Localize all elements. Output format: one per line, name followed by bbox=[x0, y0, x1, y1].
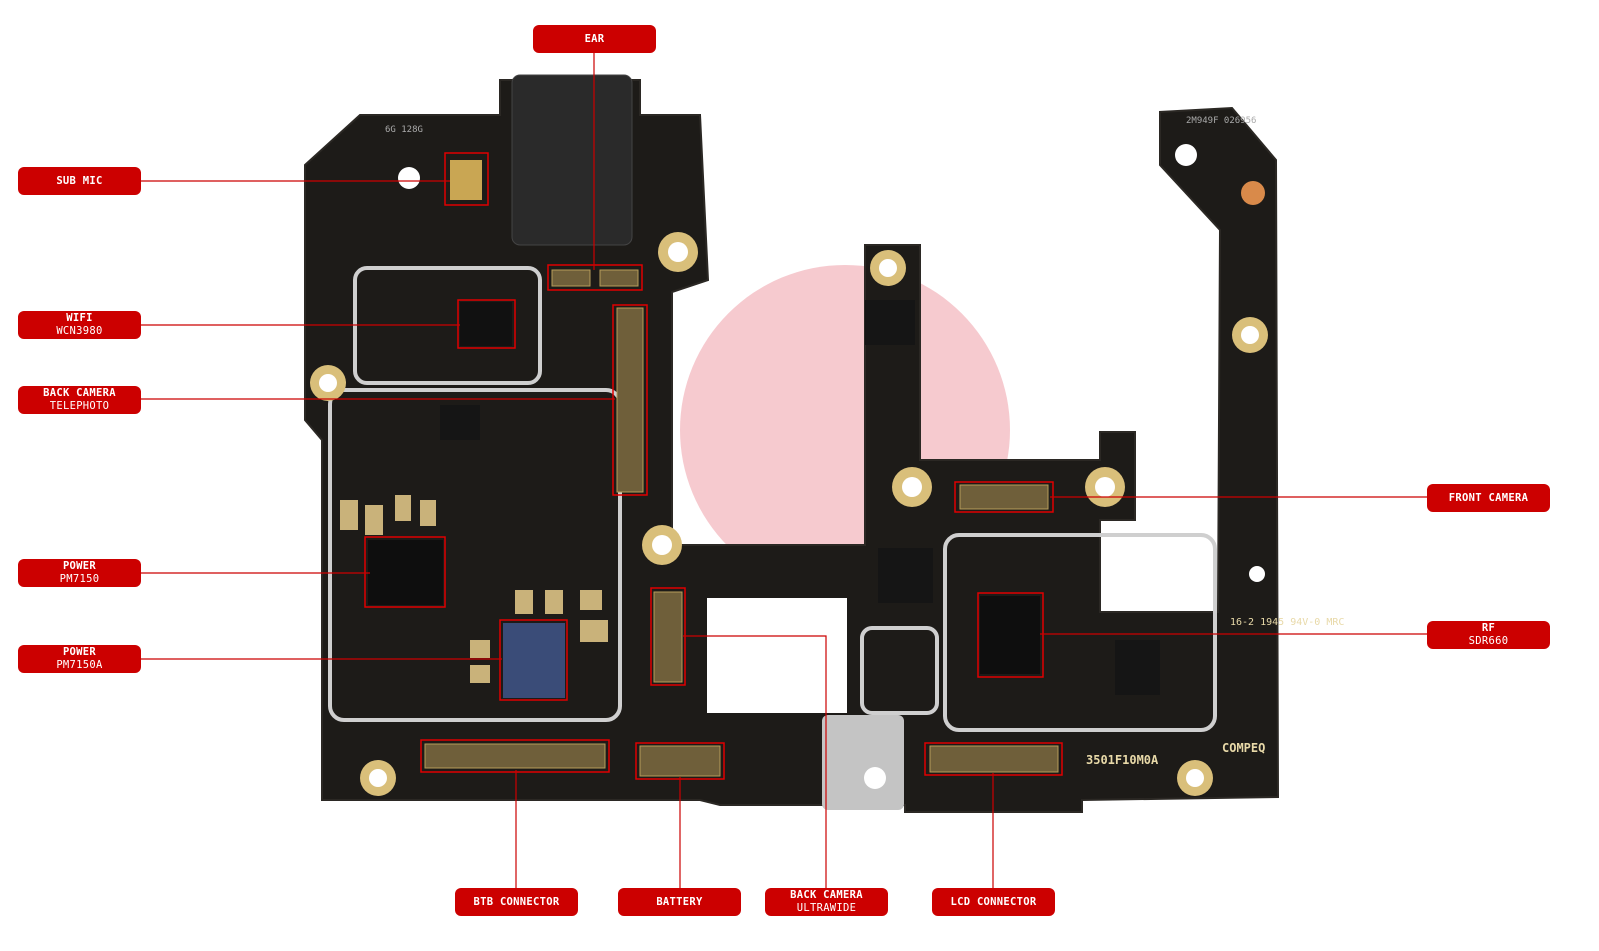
label-title: BATTERY bbox=[656, 895, 703, 908]
board-cutout bbox=[707, 598, 847, 713]
board-date-code: 16-2 1945 94V-0 MRC bbox=[1230, 617, 1344, 628]
metal-bracket bbox=[822, 715, 904, 810]
label-lcd-connector: LCD CONNECTOR bbox=[932, 888, 1055, 916]
chips bbox=[368, 160, 1160, 698]
label-title: POWER bbox=[62, 646, 97, 658]
board-corner-code: 2M949F 026956 bbox=[1186, 116, 1256, 126]
label-btb-connector: BTB CONNECTOR bbox=[455, 888, 578, 916]
label-title: EAR bbox=[584, 32, 605, 45]
label-subtitle: PM7150A bbox=[56, 659, 103, 671]
leader-lines bbox=[140, 52, 1427, 888]
label-ear: EAR bbox=[533, 25, 656, 53]
label-subtitle: ULTRAWIDE bbox=[796, 902, 857, 914]
shield-frames bbox=[328, 266, 1217, 732]
mounting-holes bbox=[310, 144, 1268, 796]
label-subtitle: SDR660 bbox=[1468, 635, 1509, 647]
board-part-number: 3501F10M0A bbox=[1086, 753, 1159, 767]
label-subtitle: TELEPHOTO bbox=[49, 400, 110, 412]
label-subtitle: WCN3980 bbox=[56, 325, 103, 337]
label-title: WIFI bbox=[66, 312, 93, 324]
label-title: LCD CONNECTOR bbox=[950, 895, 1037, 908]
board-memory-mark: 6G 128G bbox=[385, 125, 423, 135]
label-title: POWER bbox=[62, 560, 97, 572]
label-title: SUB MIC bbox=[56, 174, 103, 187]
label-title: BTB CONNECTOR bbox=[473, 895, 560, 908]
connectors bbox=[424, 269, 1059, 777]
passive-components bbox=[340, 495, 608, 683]
label-front-camera: FRONT CAMERA bbox=[1427, 484, 1550, 512]
label-title: RF bbox=[1481, 622, 1496, 634]
label-title: BACK CAMERA bbox=[790, 889, 863, 901]
label-subtitle: PM7150 bbox=[59, 573, 100, 585]
ear-jack bbox=[511, 74, 633, 246]
label-title: FRONT CAMERA bbox=[1448, 491, 1529, 504]
label-battery: BATTERY bbox=[618, 888, 741, 916]
label-sub-mic: SUB MIC bbox=[18, 167, 141, 195]
board-maker: COMPEQ bbox=[1222, 741, 1265, 755]
label-title: BACK CAMERA bbox=[43, 387, 116, 399]
